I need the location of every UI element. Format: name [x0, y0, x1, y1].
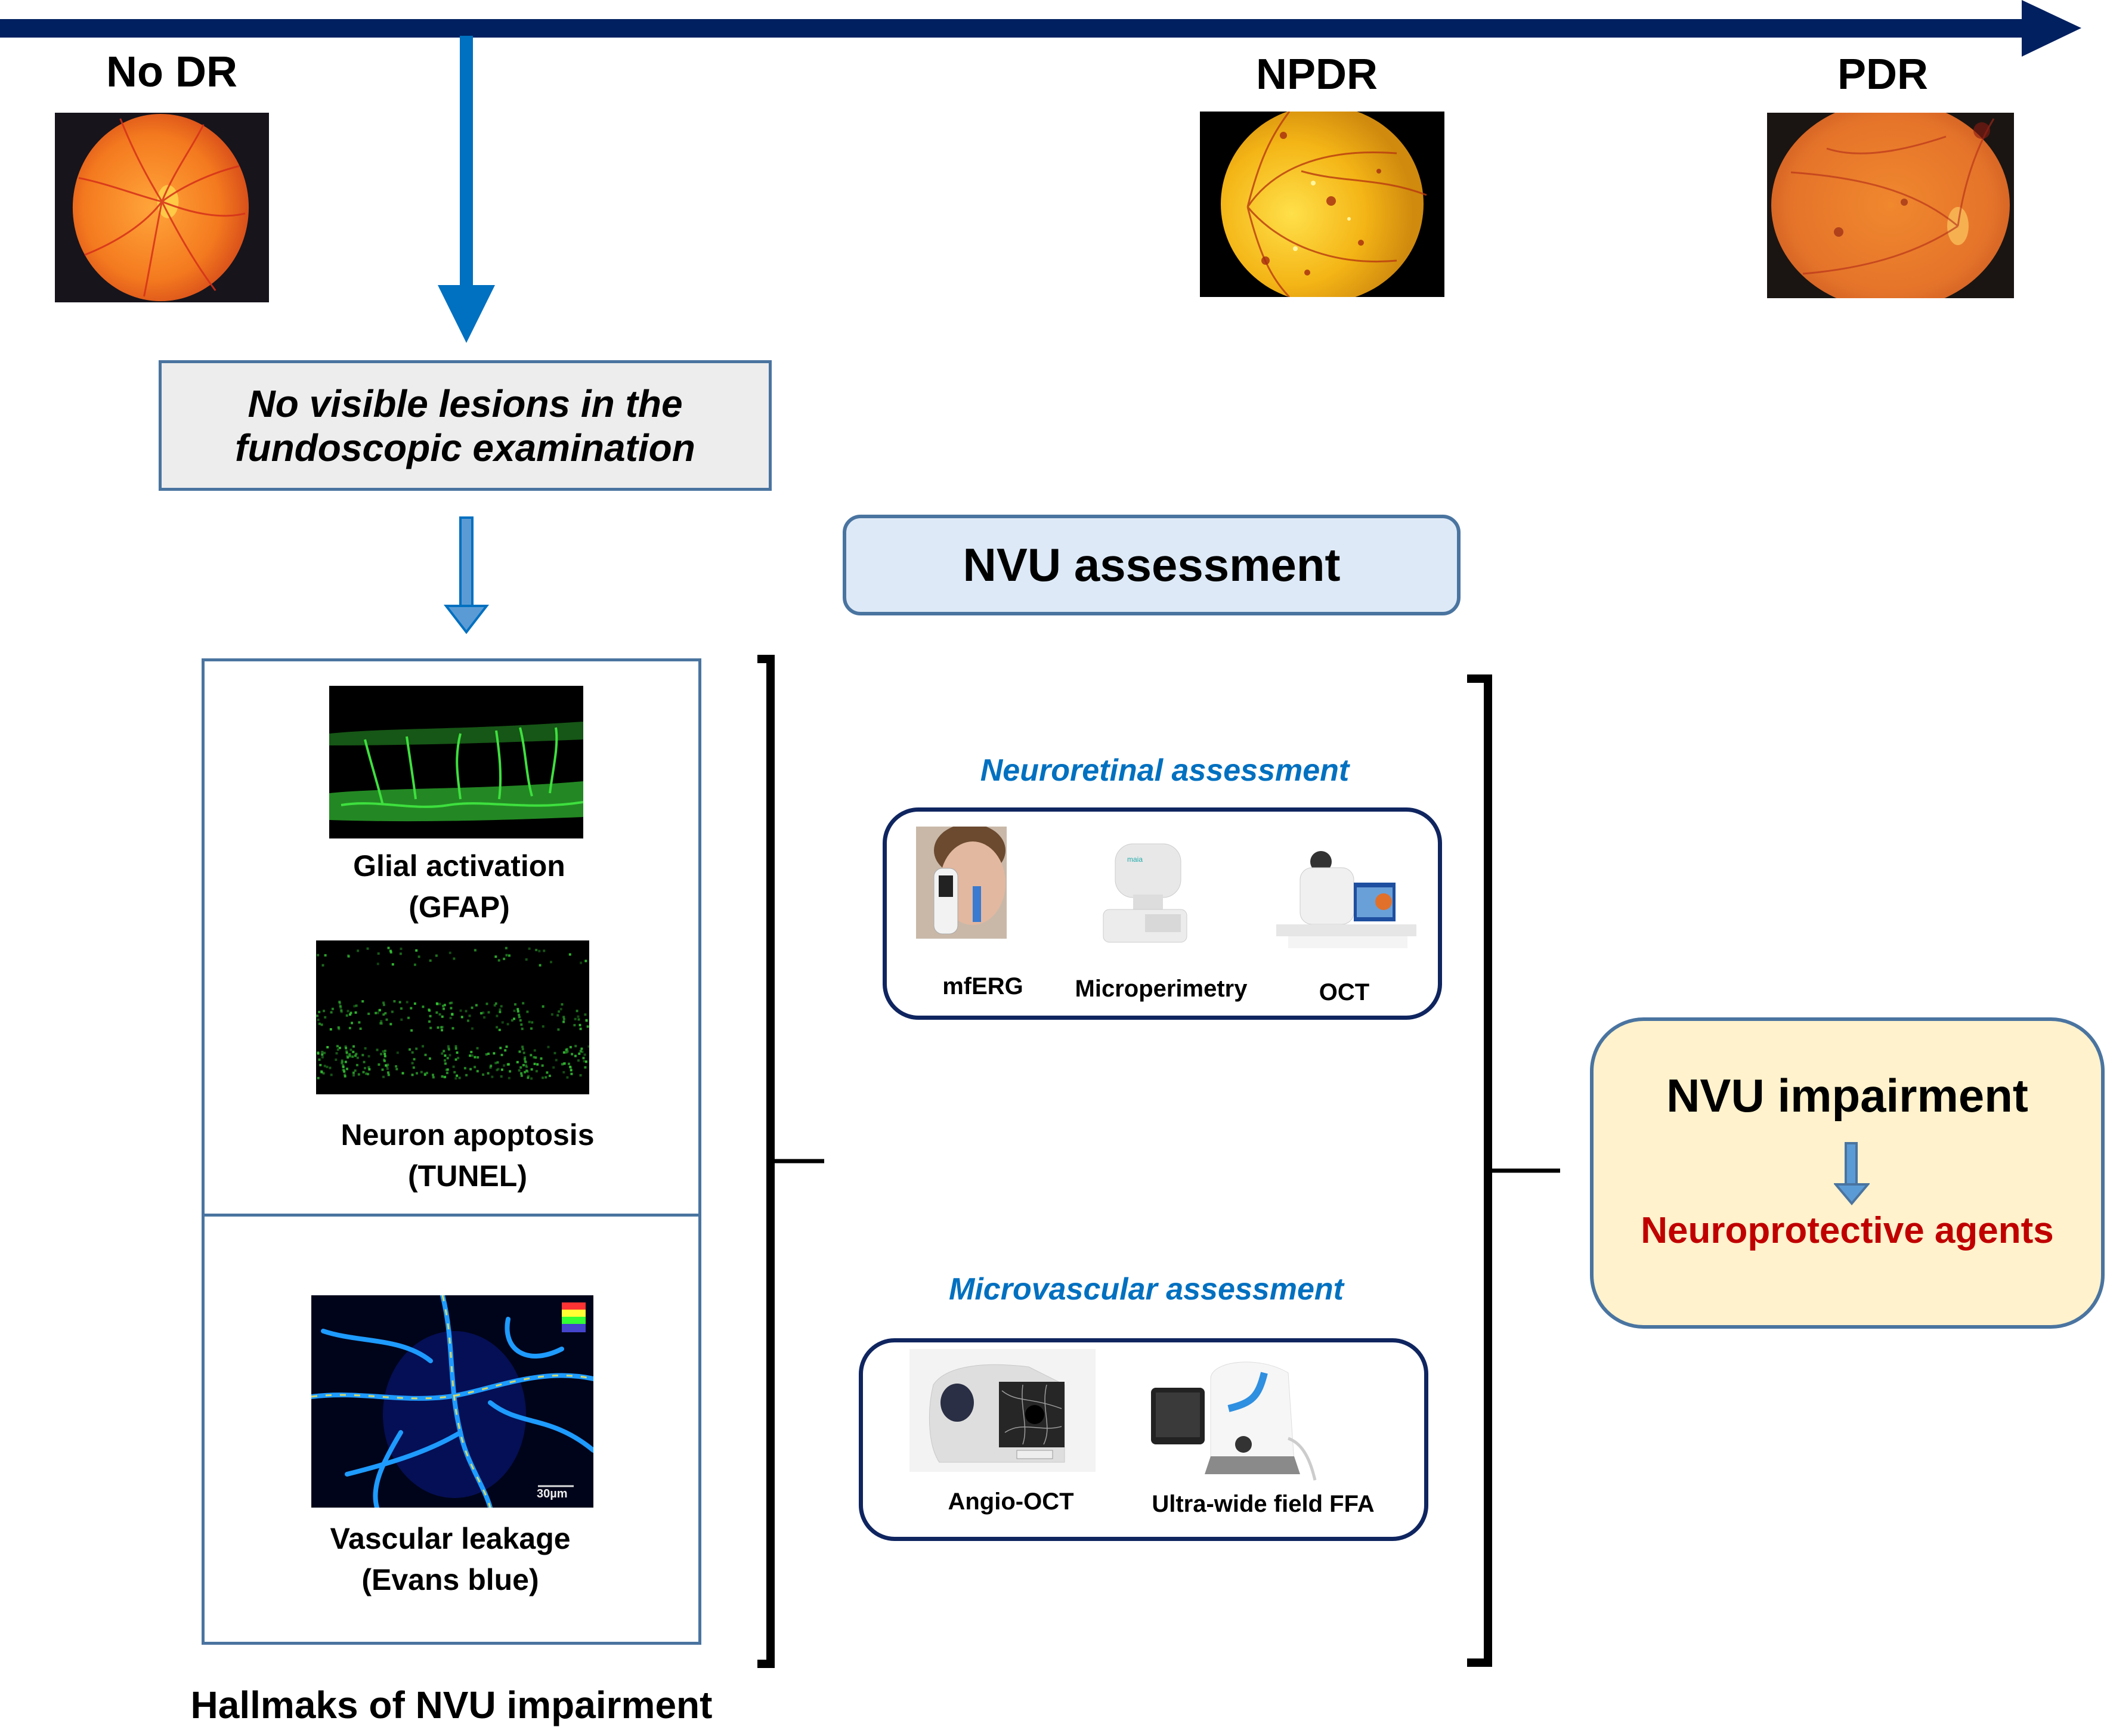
hallmark-caption-glial-line-2: (GFAP) — [409, 890, 510, 924]
therapy-text: Neuroprotective agents — [1641, 1210, 2054, 1251]
nvu-assessment-box: NVU assessment — [843, 515, 1461, 615]
assessment-bracket — [1467, 674, 1560, 1667]
device-label-mferg: mfERG — [942, 973, 1023, 999]
device-label-microperimetry: Microperimetry — [1075, 976, 1248, 1002]
fundus-image-no-dr — [55, 113, 269, 302]
tunel-micrograph — [316, 940, 589, 1094]
neuroretinal-assessment-title: Neuroretinal assessment — [980, 753, 1350, 788]
down-arrow-to-hallmarks — [443, 516, 490, 635]
stage-label-no-dr: No DR — [106, 48, 237, 96]
hallmark-caption-apoptosis-line-2: (TUNEL) — [408, 1159, 527, 1193]
therapy-down-arrow — [1834, 1142, 1870, 1206]
microperimetry-device-photo: maia — [1091, 838, 1199, 945]
hallmarks-panel — [202, 658, 701, 1645]
mferg-device-photo — [916, 827, 1007, 939]
hallmark-caption-vascular-line-2: (Evans blue) — [361, 1563, 539, 1596]
disease-progression-timeline-arrow — [0, 0, 2081, 57]
hallmark-caption-vascular-line-1: Vascular leakage — [330, 1522, 571, 1555]
hallmark-caption-glial-line-1: Glial activation — [353, 849, 565, 883]
device-label-ultra-wide-field-ffa: Ultra-wide field FFA — [1152, 1491, 1375, 1517]
nvu-impairment-box: NVU impairment Neuroprotective agents — [1590, 1017, 2105, 1329]
oct-device-photo — [1276, 847, 1416, 948]
nvu-impairment-title: NVU impairment — [1666, 1069, 2028, 1122]
angio-oct-device-photo — [909, 1349, 1096, 1472]
stage-label-npdr: NPDR — [1255, 51, 1378, 98]
hallmarks-panel-divider — [202, 1214, 701, 1217]
hallmark-caption-apoptosis-line-1: Neuron apoptosis — [341, 1118, 595, 1152]
hallmarks-bracket — [757, 655, 824, 1668]
fundoscopy-finding-box: No visible lesions in the fundoscopic ex… — [159, 360, 772, 491]
nvu-assessment-title: NVU assessment — [963, 539, 1341, 591]
microvascular-assessment-title: Microvascular assessment — [949, 1272, 1344, 1307]
evans-blue-micrograph: 30µm — [311, 1295, 593, 1508]
scale-bar-label: 30µm — [537, 1487, 568, 1500]
stage-label-pdr: PDR — [1837, 51, 1928, 98]
gfap-micrograph — [329, 686, 583, 838]
ultra-wide-field-ffa-device-photo — [1139, 1355, 1318, 1486]
svg-text:maia: maia — [1127, 855, 1143, 864]
fundus-image-pdr — [1767, 113, 2014, 298]
fundoscopy-text-line-1: No visible lesions in the — [247, 382, 683, 425]
fundus-image-npdr — [1200, 112, 1444, 297]
early-stage-down-arrow — [438, 36, 495, 343]
device-label-angio-oct: Angio-OCT — [948, 1489, 1074, 1515]
fundoscopy-text-line-2: fundoscopic examination — [235, 426, 695, 469]
device-label-oct: OCT — [1319, 979, 1370, 1005]
hallmarks-caption: Hallmaks of NVU impairment — [190, 1684, 713, 1726]
